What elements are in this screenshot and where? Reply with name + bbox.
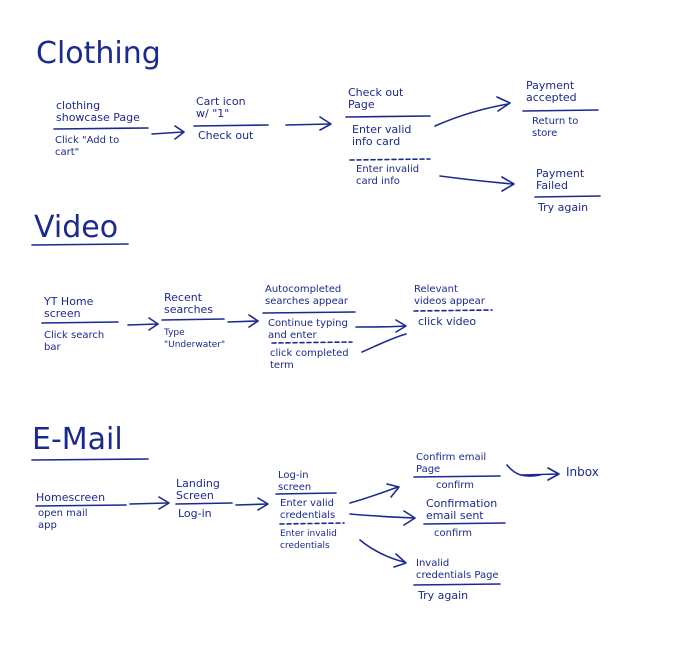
divider xyxy=(413,475,501,478)
node-action: Click search bar xyxy=(44,330,105,353)
node-title: Confirmation email sent xyxy=(426,497,498,522)
arrowhead xyxy=(174,125,185,140)
arrow-shaft xyxy=(361,333,407,353)
node-title: Homescreen xyxy=(36,491,106,504)
divider xyxy=(522,109,599,112)
node-title: Autocompleted searches appear xyxy=(265,284,348,307)
arrowhead xyxy=(393,553,407,568)
divider xyxy=(31,243,129,246)
arrow-shaft xyxy=(349,513,415,519)
section-title-video: Video xyxy=(34,210,119,245)
node-title: clothing showcase Page xyxy=(56,99,140,124)
divider xyxy=(175,502,233,505)
arrowhead xyxy=(386,483,400,498)
arrow-shaft xyxy=(235,503,268,506)
arrow-shaft xyxy=(521,473,559,476)
divider xyxy=(275,492,337,495)
divider xyxy=(349,158,431,161)
divider xyxy=(53,127,149,130)
arrowhead xyxy=(395,319,407,333)
node-action: Enter valid credentials xyxy=(280,498,336,521)
divider xyxy=(534,195,601,198)
arrowhead xyxy=(547,467,560,481)
section-title-email: E-Mail xyxy=(32,422,123,457)
arrow-shaft xyxy=(127,323,159,326)
node-title: Inbox xyxy=(566,465,599,479)
divider xyxy=(279,522,345,525)
node-action: Try again xyxy=(538,201,589,214)
node-action: Type "Underwater" xyxy=(164,328,226,350)
node-title: Relevant videos appear xyxy=(414,284,485,307)
divider xyxy=(413,309,493,312)
node-action: Continue typing and enter xyxy=(268,318,348,341)
node-action: Check out xyxy=(198,129,254,142)
node-title: Payment Failed xyxy=(536,167,585,192)
divider xyxy=(413,583,501,586)
arrow-shaft xyxy=(434,103,509,127)
node-action: confirm xyxy=(434,528,472,539)
arrowhead xyxy=(257,497,269,511)
arrow-shaft xyxy=(439,175,513,185)
node-title: Landing Screen xyxy=(176,477,220,502)
node-title: Confirm email Page xyxy=(416,452,487,475)
arrowhead xyxy=(248,314,259,328)
node-title: Cart icon w/ "1" xyxy=(196,95,246,120)
divider xyxy=(345,115,431,118)
arrow-shaft xyxy=(355,325,406,328)
arrow-shaft xyxy=(349,486,399,504)
arrowhead xyxy=(148,317,159,331)
arrowhead xyxy=(319,116,332,131)
node-action: Log-in xyxy=(178,507,212,520)
divider xyxy=(31,458,149,461)
divider xyxy=(41,321,119,324)
node-action: Enter invalid card info xyxy=(356,164,420,187)
node-action: Try again xyxy=(418,589,469,602)
node-title: Invalid credentials Page xyxy=(416,558,499,581)
node-action: click completed term xyxy=(270,348,349,371)
node-title: Log-in screen xyxy=(278,470,312,493)
node-title: Check out Page xyxy=(348,86,404,111)
node-action: click video xyxy=(418,315,477,328)
arrowhead xyxy=(403,510,416,526)
divider xyxy=(423,522,506,525)
node-title: Recent searches xyxy=(164,291,214,316)
arrow-shaft xyxy=(151,131,184,135)
arrow-shaft xyxy=(227,320,259,323)
node-action: Return to store xyxy=(532,116,579,139)
node-action: open mail app xyxy=(38,508,88,531)
arrowhead xyxy=(501,176,515,192)
arrowhead xyxy=(496,96,511,112)
section-title-clothing: Clothing xyxy=(36,36,161,71)
node-title: Payment accepted xyxy=(526,79,577,104)
divider xyxy=(193,124,269,127)
arrow-shaft xyxy=(506,464,541,477)
arrow-shaft xyxy=(129,502,169,505)
arrow-shaft xyxy=(285,123,331,126)
arrowhead xyxy=(158,496,170,510)
divider xyxy=(262,311,356,314)
divider xyxy=(35,504,127,507)
node-action: Enter valid info card xyxy=(352,123,412,148)
node-action: Enter invalid credentials xyxy=(280,529,337,551)
arrow-shaft xyxy=(359,539,405,563)
divider xyxy=(271,341,353,344)
node-title: YT Home screen xyxy=(44,295,94,320)
node-action: Click "Add to cart" xyxy=(55,135,120,158)
node-action: confirm xyxy=(436,480,474,491)
divider xyxy=(161,318,225,321)
